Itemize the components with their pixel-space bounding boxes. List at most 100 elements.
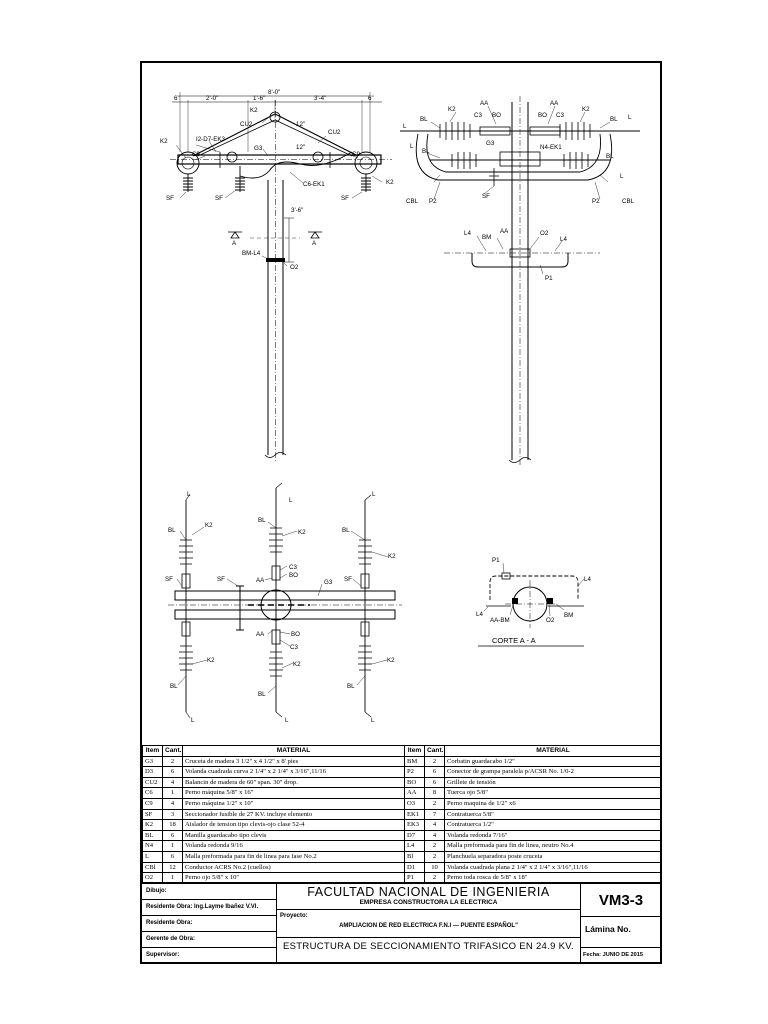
material-desc: Contratuerca 1/2" (444, 819, 662, 831)
project-name: AMPLIACION DE RED ELECTRICA F.N.I — PUEN… (339, 923, 518, 929)
label-p1: P1 (492, 557, 500, 564)
title-block: Dibujo: Residente Obra: Ing.Layme Ibañez… (142, 882, 661, 964)
material-desc: Contratuerca 5/8" (444, 808, 662, 821)
item-code: O3 (404, 797, 425, 810)
table-header-row: Item Cant. MATERIAL Item Cant. MATERIAL (142, 745, 662, 757)
label-sf: SF (215, 195, 223, 202)
section-a-a-view (478, 562, 585, 647)
quantity: 7 (424, 808, 445, 821)
proyecto-label: Proyecto: (280, 913, 308, 919)
residente-field: Residente Obra: Ing.Layme Ibañez V.Vl. (142, 900, 276, 916)
label-o2: O2 (540, 230, 549, 237)
dim-12a: 12" (296, 121, 305, 128)
label-aa: AA (550, 100, 559, 107)
label-c3: C3 (556, 112, 564, 119)
quantity: 6 (162, 766, 183, 778)
label-c3: C3 (289, 564, 297, 571)
label-l4: L4 (476, 611, 483, 618)
item-code: BO (404, 776, 425, 789)
label-bm: BM (564, 612, 573, 619)
label-k2: K2 (448, 106, 456, 113)
gerente-field: Gerente de Obra: (142, 932, 276, 948)
material-desc: Balancin de madera de 60" span. 30" drop… (182, 776, 405, 789)
label-bl: BL (342, 527, 350, 534)
dim-20: 2'-0" (206, 95, 218, 102)
label-l4: L4 (464, 230, 471, 237)
material-desc: Malla preformada para fin de linea para … (182, 850, 405, 863)
item-code: D3 (142, 766, 163, 778)
header-material: MATERIAL (182, 745, 405, 757)
label-g3: G3 (254, 145, 263, 152)
label-l: L (289, 497, 293, 504)
label-k2: K2 (160, 138, 168, 145)
label-k2: K2 (582, 106, 590, 113)
item-code: P2 (404, 766, 425, 778)
section-mark-a: A (232, 240, 237, 247)
label-bl: BL (170, 683, 178, 690)
quantity: 4 (424, 829, 445, 842)
quantity: 6 (162, 850, 183, 863)
item-code: BL (142, 829, 163, 842)
dibujo-field: Dibujo: (142, 884, 276, 900)
quantity: 10 (424, 861, 445, 874)
label-l: L (191, 717, 195, 724)
label-bl: BL (420, 116, 428, 123)
quantity: 6 (162, 829, 183, 842)
fecha-field: Fecha: JUNIO DE 2015 (583, 952, 644, 958)
title-block-sheet: VM3-3 Lámina No. Fecha: JUNIO DE 2015 (581, 884, 661, 964)
material-desc: Aislador de tension tipo clevis-ojo clas… (182, 819, 405, 831)
material-desc: Conductor ACRS No.2 (cuellos) (182, 861, 405, 874)
header-cant: Cant. (424, 745, 445, 757)
item-code: C9 (142, 797, 163, 810)
label-bl: BL (610, 116, 618, 123)
label-aa: AA (256, 631, 265, 638)
quantity: 3 (162, 808, 183, 821)
material-desc: Manilla guardacabo tipo clevis (182, 829, 405, 842)
item-code: G3 (142, 755, 163, 768)
item-code: N4 (142, 840, 163, 852)
front-elevation-view (170, 92, 392, 462)
label-l: L (285, 717, 289, 724)
label-k2: K2 (207, 657, 215, 664)
label-bl: BL (168, 527, 176, 534)
material-desc: Volanda redonda 9/16 (182, 840, 405, 852)
material-desc: Volanda redonda 7/16" (444, 829, 662, 842)
label-k2: K2 (386, 179, 394, 186)
item-code: D7 (404, 829, 425, 842)
quantity: 18 (162, 819, 183, 831)
dim-16: 1'-6" (253, 95, 265, 102)
material-desc: Corbatin guardacabo 1/2" (444, 755, 662, 768)
label-p2: P2 (592, 198, 600, 205)
label-c9: C9 (352, 151, 360, 158)
quantity: 4 (162, 797, 183, 810)
label-bl: BL (422, 148, 430, 155)
label-k2: K2 (250, 107, 258, 114)
material-desc: Malla preformada para fin de linea, neut… (444, 840, 662, 852)
label-bl: BL (606, 153, 614, 160)
quantity: 4 (162, 776, 183, 789)
dim-total: 8'-0" (268, 89, 280, 96)
institution-name: FACULTAD NACIONAL DE INGENIERIA (307, 885, 550, 899)
label-aa: AA (480, 100, 489, 107)
quantity: 2 (424, 797, 445, 810)
label-c6ek1: C6-EK1 (303, 181, 325, 188)
item-code: CBl (142, 861, 163, 874)
label-o2: O2 (290, 264, 299, 271)
label-l: L (372, 491, 376, 498)
label-l: L (187, 491, 191, 498)
section-mark-a: A (312, 240, 317, 247)
material-desc: Volanda cuadrada curva 2 1/4" x 2 1/4" x… (182, 766, 405, 778)
label-sf: SF (217, 576, 225, 583)
label-sf: SF (165, 576, 173, 583)
label-n4ek1: N4-EK1 (540, 144, 562, 151)
title-block-roles: Dibujo: Residente Obra: Ing.Layme Ibañez… (142, 884, 277, 964)
